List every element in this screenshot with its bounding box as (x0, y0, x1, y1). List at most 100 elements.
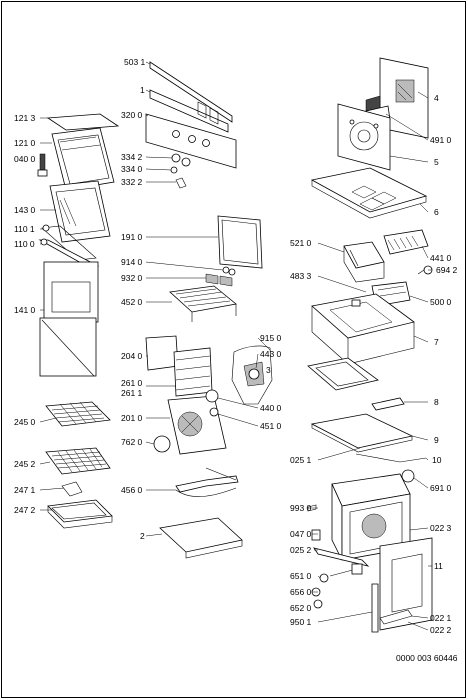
part-oven-floor-panel-2 (159, 517, 243, 559)
label-5000: 500 0 (430, 297, 452, 307)
part-thermostat-4510 (209, 407, 219, 417)
part-side-panel-11 (379, 537, 433, 631)
label-2611: 261 1 (121, 388, 143, 398)
label-6942: 694 2 (436, 265, 458, 275)
leader-lines (39, 61, 432, 631)
label-0251: 025 1 (290, 455, 312, 465)
label-1410: 141 0 (14, 305, 36, 315)
part-chassis-7 (311, 293, 415, 365)
label-1: 1 (140, 85, 145, 95)
label-2040: 204 0 (121, 351, 143, 361)
part-tray-2472 (47, 499, 113, 529)
label-4430: 443 0 (260, 349, 282, 359)
part-top-element-4520 (169, 285, 237, 322)
label-0252: 025 2 (290, 545, 312, 555)
part-fan-blade-7620 (153, 435, 171, 453)
label-6910: 691 0 (430, 483, 452, 493)
label-6520: 652 0 (290, 603, 312, 613)
label-7: 7 (434, 337, 439, 347)
part-bottom-element-4560 (175, 467, 239, 497)
label-0222: 022 2 (430, 625, 452, 635)
part-door-inner-1430 (49, 180, 111, 243)
label-4400: 440 0 (260, 403, 282, 413)
label-4: 4 (434, 93, 439, 103)
label-3342: 334 2 (121, 152, 143, 162)
part-knobs-334 (170, 153, 191, 189)
part-oven-cavity-0223 (331, 473, 411, 561)
part-top-panel-6 (310, 167, 428, 219)
label-9140: 914 0 (121, 257, 143, 267)
label-2452: 245 2 (14, 459, 36, 469)
label-1213: 121 3 (14, 113, 36, 123)
part-tangential-fan-4410 (383, 229, 429, 255)
part-rear-panel-5 (337, 103, 391, 171)
part-hinge-0400 (37, 153, 48, 177)
part-hinge-rail-0252 (313, 547, 370, 567)
part-gasket-8 (307, 357, 405, 411)
label-3340: 334 0 (121, 164, 143, 174)
part-rack-bracket-2471 (61, 481, 83, 497)
label-1101: 110 1 (14, 224, 35, 234)
part-fan-cover-2040 (145, 335, 179, 371)
label-4510: 451 0 (260, 421, 282, 431)
part-floor-9 (310, 413, 414, 453)
label-1910: 191 0 (121, 232, 143, 242)
part-fan-housing-5210 (343, 241, 385, 283)
label-7620: 762 0 (121, 437, 143, 447)
part-door-frame-1213 (46, 113, 120, 131)
part-fan-ring-4400 (205, 389, 219, 403)
label-2: 2 (140, 531, 145, 541)
part-fan-housing-2010 (167, 395, 227, 455)
label-0400: 040 0 (14, 154, 36, 164)
part-control-panel-5031 (149, 61, 233, 123)
label-3322: 332 2 (121, 177, 143, 187)
label-9: 9 (434, 435, 439, 445)
label-5210: 521 0 (290, 238, 312, 248)
label-1210: 121 0 (14, 138, 36, 148)
label-4520: 452 0 (121, 297, 143, 307)
label-0221: 022 1 (430, 613, 452, 623)
part-grill-rack-2452 (45, 447, 111, 475)
part-knob-set-651 (319, 563, 363, 583)
label-3200: 320 0 (121, 110, 143, 120)
part-labels: 121 3 121 0 040 0 143 0 110 1 110 0 141 … (14, 57, 458, 663)
label-5031: 503 1 (124, 57, 146, 67)
label-9930: 993 0 (290, 503, 312, 513)
part-fan-motor-915-443 (231, 345, 273, 405)
label-2610: 261 0 (121, 378, 143, 388)
label-2471: 247 1 (14, 485, 36, 495)
label-0223: 022 3 (430, 523, 452, 533)
label-11: 11 (434, 561, 443, 571)
part-bracket-1 (149, 89, 229, 133)
label-10: 10 (432, 455, 442, 465)
drawing-code: 0000 003 60446 (396, 653, 458, 663)
label-1430: 143 0 (14, 205, 36, 215)
label-3: 3 (266, 365, 271, 375)
part-outer-door-glass-1410 (39, 261, 99, 377)
label-6: 6 (434, 207, 439, 217)
part-control-fascia-3200 (145, 113, 237, 169)
label-9501: 950 1 (290, 617, 312, 627)
label-6510: 651 0 (290, 571, 312, 581)
label-2010: 201 0 (121, 413, 143, 423)
label-9320: 932 0 (121, 273, 143, 283)
part-bulb-9140 (222, 266, 236, 276)
part-screw-9930 (307, 504, 317, 512)
part-side-rails-261 (173, 347, 213, 397)
label-4410: 441 0 (430, 253, 452, 263)
label-8: 8 (434, 397, 439, 407)
label-4833: 483 3 (290, 271, 312, 281)
label-0470: 047 0 (290, 529, 312, 539)
part-latch-0470 (311, 529, 321, 541)
part-element-10 (355, 453, 427, 463)
label-6560: 656 0 (290, 587, 312, 597)
part-door-inner-glass-1210 (51, 127, 115, 191)
label-9150: 915 0 (260, 333, 282, 343)
label-2450: 245 0 (14, 417, 36, 427)
part-oven-light-glass-1910 (217, 215, 263, 269)
part-knob-6520 (313, 599, 323, 609)
label-1100: 110 0 (14, 239, 35, 249)
label-2472: 247 2 (14, 505, 36, 515)
